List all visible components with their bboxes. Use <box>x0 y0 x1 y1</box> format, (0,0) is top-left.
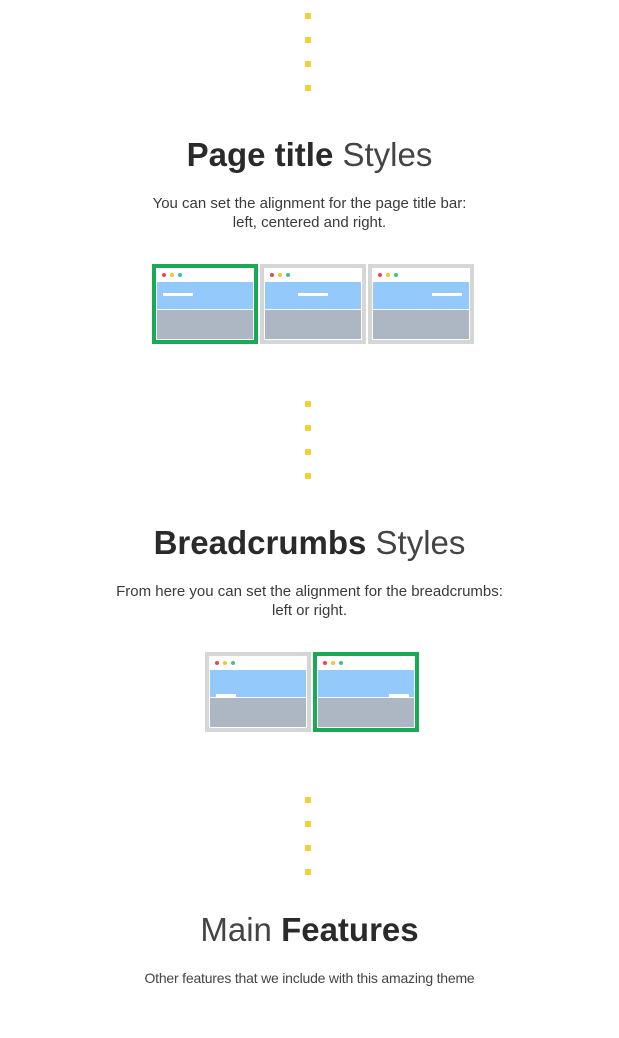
main-features-heading: Main Features <box>0 911 619 949</box>
heading-light: Main <box>200 911 272 948</box>
browser-dots-icon <box>211 657 305 669</box>
content-preview <box>210 698 306 727</box>
page-title-heading: Page title Styles <box>0 136 619 174</box>
page-title-options <box>152 264 474 344</box>
browser-dots-icon <box>266 269 360 281</box>
title-line <box>163 293 193 296</box>
breadcrumbs-options <box>205 652 419 732</box>
breadcrumb-tab <box>216 694 236 698</box>
heading-bold: Breadcrumbs <box>153 524 367 561</box>
content-preview <box>318 698 414 727</box>
heading-bold: Page title <box>186 136 334 173</box>
content-preview <box>265 310 361 339</box>
breadcrumbs-description: From here you can set the alignment for … <box>116 583 503 619</box>
title-bar-preview <box>210 670 306 697</box>
content-preview <box>373 310 469 339</box>
heading-light: Styles <box>375 524 466 561</box>
title-line <box>298 293 328 296</box>
page-title-description: You can set the alignment for the page t… <box>152 195 467 231</box>
content-preview <box>157 310 253 339</box>
browser-dots-icon <box>374 269 468 281</box>
page-title-option-right[interactable] <box>368 264 474 344</box>
breadcrumb-tab <box>389 694 409 698</box>
heading-bold: Features <box>281 911 419 948</box>
heading-light: Styles <box>342 136 433 173</box>
page-title-option-centered[interactable] <box>260 264 366 344</box>
breadcrumbs-option-left[interactable] <box>205 652 311 732</box>
breadcrumbs-option-right[interactable] <box>313 652 419 732</box>
browser-dots-icon <box>319 657 413 669</box>
title-line <box>432 293 462 296</box>
breadcrumbs-heading: Breadcrumbs Styles <box>0 524 619 562</box>
title-bar-preview <box>318 670 414 697</box>
page-title-option-left[interactable] <box>152 264 258 344</box>
browser-dots-icon <box>158 269 252 281</box>
main-features-subtitle: Other features that we include with this… <box>144 970 475 986</box>
